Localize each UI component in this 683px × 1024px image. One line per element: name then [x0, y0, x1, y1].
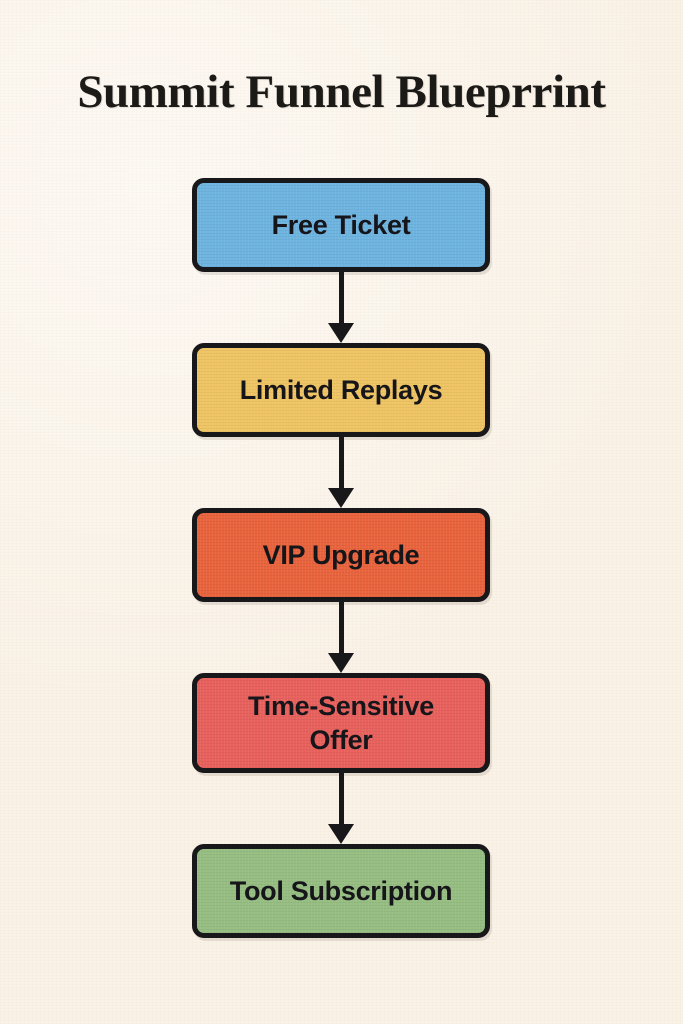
arrow-head-down-icon	[328, 653, 354, 673]
arrow-shaft	[338, 272, 344, 327]
flow-node-free-ticket[interactable]: Free Ticket	[192, 178, 490, 272]
flow-node-limited-replays[interactable]: Limited Replays	[192, 343, 490, 437]
funnel-flow: Free Ticket Limited Replays VIP Upgrade …	[192, 178, 490, 938]
page-title: Summit Funnel Blueprrint	[77, 66, 606, 118]
flow-node-label: Time-Sensitive Offer	[248, 691, 434, 755]
flow-node-vip-upgrade[interactable]: VIP Upgrade	[192, 508, 490, 602]
flow-connector-4	[192, 773, 490, 844]
flow-connector-1	[192, 272, 490, 343]
flow-node-label: VIP Upgrade	[262, 540, 420, 570]
arrow-shaft	[338, 437, 344, 492]
flow-node-label: Tool Subscription	[229, 876, 453, 906]
arrow-head-down-icon	[328, 488, 354, 508]
flow-node-tool-subscription[interactable]: Tool Subscription	[192, 844, 490, 938]
arrow-head-down-icon	[328, 824, 354, 844]
flow-node-label: Free Ticket	[271, 210, 411, 240]
flow-node-time-sensitive-offer[interactable]: Time-Sensitive Offer	[192, 673, 490, 773]
arrow-head-down-icon	[328, 323, 354, 343]
arrow-shaft	[338, 602, 344, 657]
flow-connector-3	[192, 602, 490, 673]
flow-connector-2	[192, 437, 490, 508]
arrow-shaft	[338, 773, 344, 828]
flow-node-label: Limited Replays	[239, 375, 443, 405]
